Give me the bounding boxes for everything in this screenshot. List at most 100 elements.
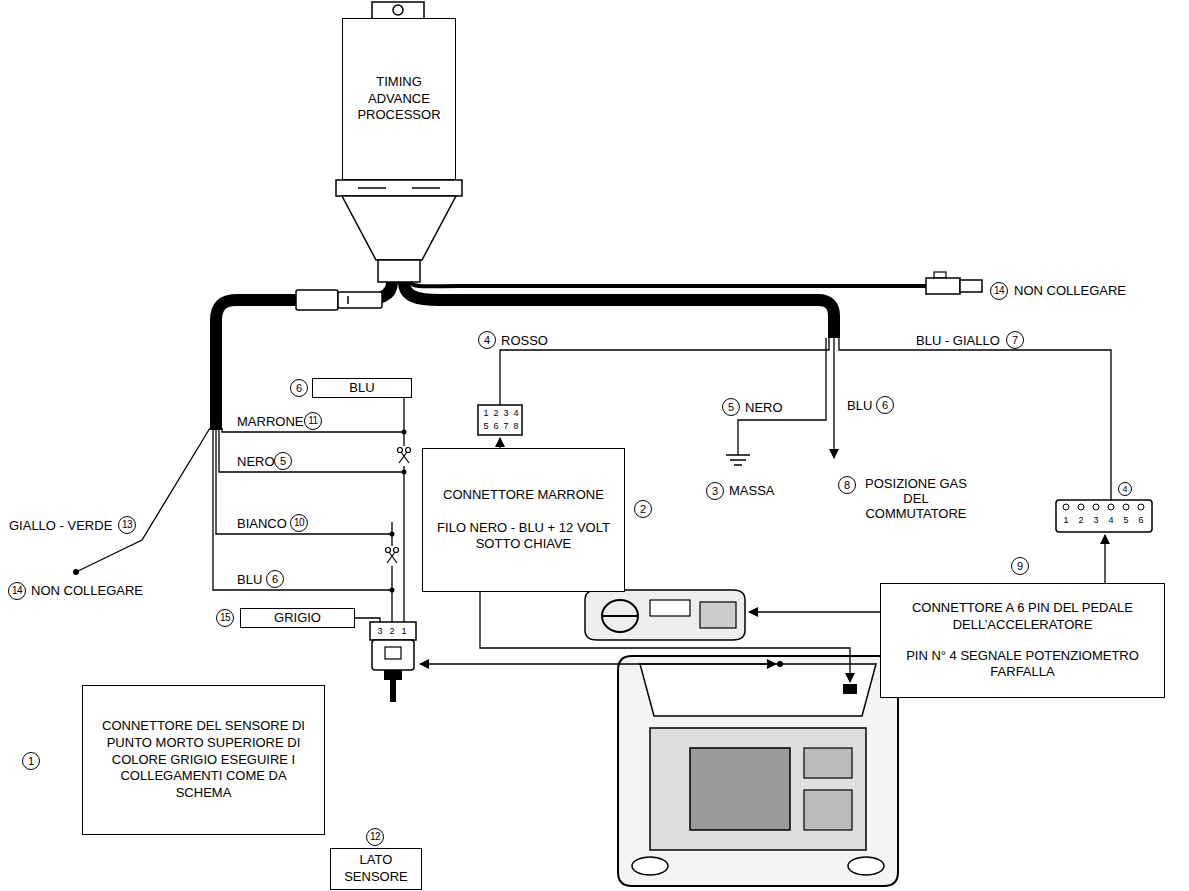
box-heading: TIMING ADVANCE PROCESSOR (349, 74, 449, 125)
sensor-cable (384, 670, 402, 680)
pin-hole (1108, 504, 1114, 510)
wire-rosso (500, 338, 829, 405)
pin-number: 2 (491, 408, 501, 418)
callout-number: 11 (304, 412, 322, 430)
pin-number: 4 (1106, 515, 1116, 525)
pin-hole (1123, 504, 1129, 510)
wire-end-dot (73, 569, 79, 575)
thin-cable (410, 282, 926, 286)
pin-number: 3 (1091, 515, 1101, 525)
pin-number: 1 (481, 408, 491, 418)
box-heading: CONNETTORE MARRONE (443, 487, 604, 504)
cut-symbol (389, 552, 397, 563)
pin-hole (1093, 504, 1099, 510)
pin-number: 3 (501, 408, 511, 418)
cable-bundle (404, 282, 834, 338)
callout-number: 5 (274, 452, 292, 470)
steering-wheel (602, 615, 638, 617)
instruction-box: CONNETTORE A 6 PIN DEL PEDALE DELL’ACCEL… (880, 583, 1165, 698)
sensor-side-box: LATO SENSORE (330, 848, 422, 890)
pin-number: 6 (491, 421, 501, 431)
pin-number: 7 (501, 421, 511, 431)
unused-connector (960, 280, 982, 292)
pin-hole (1138, 504, 1144, 510)
wire-label: NON COLLEGARE (30, 583, 144, 598)
engine-part (804, 748, 852, 778)
wire-nero (219, 428, 404, 472)
callout-number: 6 (266, 570, 284, 588)
cable-boot (342, 196, 456, 260)
engine-part (804, 790, 852, 830)
cut-symbol (398, 448, 403, 453)
callout-number: 5 (722, 398, 740, 416)
plug-detail (347, 296, 349, 304)
sensor-connector (370, 622, 416, 640)
headlight (848, 857, 884, 875)
connector-latch (934, 272, 946, 278)
engine-bay (650, 728, 866, 850)
pin-number: 1 (399, 626, 409, 636)
inline-plug (296, 290, 338, 310)
housing-flange (336, 180, 462, 196)
junction-dot (402, 470, 407, 475)
wire-label: ROSSO (500, 333, 549, 348)
instruction-box: CONNETTORE DEL SENSORE DI PUNTO MORTO SU… (82, 685, 325, 835)
junction-dot (390, 532, 395, 537)
windshield (640, 664, 876, 716)
pointer-arrow (749, 611, 880, 612)
steering-wheel (602, 600, 638, 632)
callout-number: 6 (876, 396, 894, 414)
cut-symbol (406, 448, 411, 453)
callout-number: 14 (990, 282, 1008, 300)
ground-symbol (730, 459, 746, 461)
dashboard-drawing (585, 590, 745, 640)
flange-mark (358, 187, 386, 189)
wire-label: MASSA (728, 483, 776, 498)
cut-symbol (394, 548, 399, 553)
cable-bundle (216, 282, 392, 430)
pin-number: 2 (1076, 515, 1086, 525)
pin-number: 1 (1061, 515, 1071, 525)
callout-number: 15 (216, 609, 234, 627)
cut-symbol (387, 552, 395, 563)
pin-hole (1078, 504, 1084, 510)
callout-number: 8 (838, 476, 856, 494)
processor-box: TIMING ADVANCE PROCESSOR (342, 18, 456, 180)
box-heading: BLU (349, 380, 374, 396)
ground-symbol (726, 454, 750, 456)
connector-latch (385, 647, 401, 659)
pin-hole (1063, 504, 1069, 510)
wire-blu (833, 338, 834, 458)
callout-number: 12 (366, 828, 384, 846)
callout-number: 4 (1118, 482, 1132, 496)
callout-number: 14 (8, 582, 26, 600)
inline-plug (338, 292, 382, 308)
pointer-arrow (420, 663, 776, 664)
pointer-arrow (480, 592, 850, 682)
pedal-connector (1056, 500, 1152, 532)
pin-number: 2 (387, 626, 397, 636)
box-heading: CONNETTORE DEL SENSORE DI PUNTO MORTO SU… (93, 718, 314, 802)
wire-label: NERO (236, 454, 276, 469)
wire-label: MARRONE (236, 414, 304, 429)
sensor-connector (372, 640, 414, 670)
sensor-cable (390, 680, 396, 702)
callout-number: 6 (290, 379, 308, 397)
callout-number: 3 (706, 482, 724, 500)
wire-label: NON COLLEGARE (1013, 283, 1127, 298)
box-heading: CONNETTORE A 6 PIN DEL PEDALE DELL’ACCEL… (891, 600, 1154, 634)
cut-symbol (399, 452, 407, 463)
wire-label: BLU (846, 398, 873, 413)
wire-sensor-side (391, 566, 392, 622)
callout-number: 13 (118, 516, 136, 534)
wire-label: BLU (236, 572, 263, 587)
flange-mark (412, 187, 440, 189)
wire-color-box: BLU (312, 378, 412, 398)
ground-symbol (734, 464, 742, 466)
wire-bianco (216, 428, 392, 534)
callout-number: 7 (1006, 331, 1024, 349)
sensor-location (777, 661, 783, 667)
brown-connector (478, 405, 522, 435)
pin-number: 3 (375, 626, 385, 636)
